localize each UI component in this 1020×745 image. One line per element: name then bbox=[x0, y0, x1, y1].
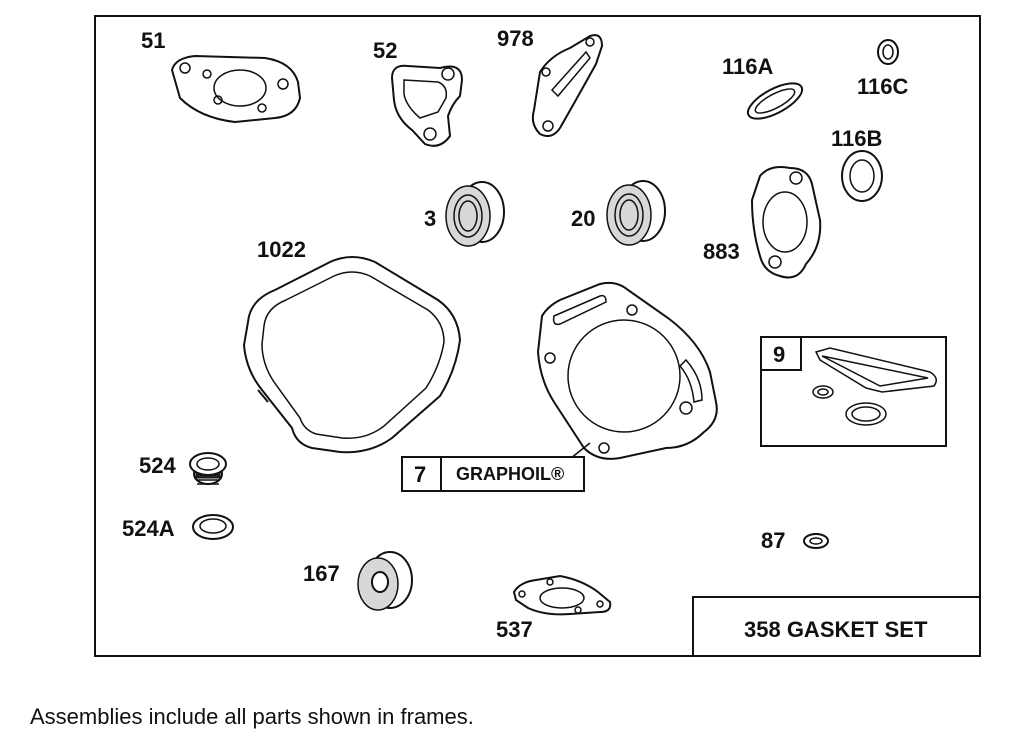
label-51: 51 bbox=[141, 28, 165, 53]
part-7-label-box bbox=[401, 456, 585, 492]
part-87-washer bbox=[803, 533, 829, 549]
label-87: 87 bbox=[761, 528, 785, 553]
label-116b: 116B bbox=[831, 126, 882, 151]
label-20: 20 bbox=[571, 206, 595, 231]
part-978-gasket bbox=[531, 34, 604, 137]
part-116a-washer bbox=[746, 82, 804, 120]
part-20-oil-seal bbox=[606, 180, 666, 246]
label-116c: 116C bbox=[857, 74, 908, 99]
diagram-frame bbox=[94, 15, 981, 657]
part-116b-seal bbox=[841, 150, 883, 202]
label-524a: 524A bbox=[122, 516, 175, 541]
assembly-9-frame bbox=[760, 336, 947, 447]
label-524: 524 bbox=[139, 453, 176, 478]
label-167: 167 bbox=[303, 561, 340, 586]
label-883: 883 bbox=[703, 239, 740, 264]
part-7-head-gasket bbox=[536, 281, 718, 460]
label-978: 978 bbox=[497, 26, 534, 51]
part-524a-washer bbox=[192, 514, 234, 540]
part-1022-rocker-cover-gasket bbox=[242, 256, 462, 454]
part-537-gasket bbox=[512, 574, 612, 616]
label-52: 52 bbox=[373, 38, 397, 63]
part-51-gasket bbox=[170, 54, 302, 124]
gasket-set-title: 358 GASKET SET bbox=[744, 617, 928, 642]
label-9: 9 bbox=[773, 342, 785, 367]
part-883-gasket bbox=[750, 166, 822, 279]
label-graphoil: GRAPHOIL® bbox=[456, 464, 564, 484]
label-1022: 1022 bbox=[257, 237, 306, 262]
part-167-seal bbox=[357, 551, 413, 611]
part-524-plug bbox=[189, 452, 227, 485]
footnote: Assemblies include all parts shown in fr… bbox=[30, 704, 474, 729]
label-537: 537 bbox=[496, 617, 533, 642]
label-116a: 116A bbox=[722, 54, 773, 79]
part-52-gasket bbox=[390, 64, 464, 147]
gasket-set-title-box bbox=[692, 596, 980, 656]
part-3-oil-seal bbox=[445, 181, 505, 247]
label-7: 7 bbox=[414, 462, 426, 487]
part-116c-seal bbox=[877, 39, 899, 65]
label-3: 3 bbox=[424, 206, 436, 231]
